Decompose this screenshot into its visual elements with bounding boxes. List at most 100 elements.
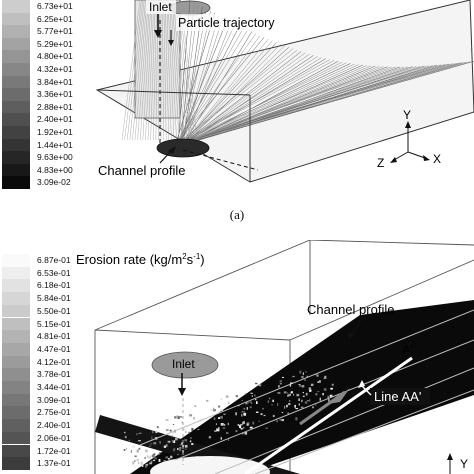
erosion-speck bbox=[213, 408, 214, 411]
erosion-speck bbox=[305, 401, 307, 403]
erosion-speck bbox=[145, 450, 148, 453]
erosion-speck bbox=[286, 405, 288, 408]
erosion-speck bbox=[159, 459, 161, 462]
erosion-speck bbox=[214, 430, 216, 431]
erosion-speck bbox=[243, 413, 246, 416]
erosion-speck bbox=[124, 449, 126, 451]
erosion-speck bbox=[140, 451, 142, 452]
erosion-speck bbox=[129, 461, 131, 462]
erosion-speck bbox=[166, 444, 168, 447]
erosion-speck bbox=[125, 436, 127, 438]
erosion-speck bbox=[172, 440, 174, 441]
erosion-speck bbox=[189, 414, 192, 416]
erosion-speck bbox=[170, 456, 172, 458]
erosion-speck bbox=[303, 372, 304, 375]
axis-z-label: Z bbox=[377, 156, 384, 170]
erosion-speck bbox=[312, 406, 314, 408]
erosion-speck bbox=[247, 423, 249, 425]
channel-profile-pit bbox=[157, 139, 209, 157]
erosion-speck bbox=[152, 431, 154, 434]
erosion-speck bbox=[328, 399, 330, 401]
erosion-speck bbox=[242, 400, 243, 401]
erosion-speck bbox=[224, 424, 226, 426]
erosion-speck bbox=[146, 464, 148, 466]
a-prime-label: A' bbox=[402, 342, 413, 357]
erosion-speck bbox=[160, 441, 161, 443]
erosion-speck bbox=[134, 460, 135, 462]
erosion-speck bbox=[206, 400, 208, 402]
erosion-speck bbox=[138, 462, 139, 464]
erosion-speck bbox=[262, 408, 263, 410]
erosion-speck bbox=[320, 398, 321, 401]
erosion-speck bbox=[164, 446, 166, 448]
erosion-speck bbox=[284, 406, 285, 409]
erosion-speck bbox=[220, 416, 223, 419]
erosion-speck bbox=[129, 440, 130, 441]
figure-a-panel: 6.73e+016.25e+015.77e+015.29e+014.80e+01… bbox=[0, 0, 474, 195]
erosion-speck bbox=[250, 427, 253, 429]
erosion-speck bbox=[177, 448, 179, 450]
erosion-speck bbox=[311, 384, 314, 386]
figure-b-panel: 6.87e-016.53e-016.18e-015.84e-015.50e-01… bbox=[0, 240, 474, 474]
erosion-speck bbox=[168, 458, 170, 460]
erosion-speck bbox=[299, 398, 300, 401]
erosion-speck bbox=[142, 464, 144, 467]
erosion-speck bbox=[291, 391, 293, 393]
erosion-speck bbox=[317, 381, 319, 383]
erosion-speck bbox=[235, 412, 236, 415]
erosion-speck bbox=[226, 395, 229, 397]
channel-profile-label-b: Channel profile bbox=[307, 302, 394, 317]
erosion-speck bbox=[153, 460, 155, 461]
erosion-speck bbox=[180, 416, 183, 418]
erosion-speck bbox=[292, 376, 294, 377]
erosion-speck bbox=[315, 404, 316, 406]
erosion-speck bbox=[190, 441, 191, 443]
inlet-label: Inlet bbox=[149, 0, 172, 14]
erosion-speck bbox=[228, 402, 230, 405]
erosion-speck bbox=[154, 457, 157, 459]
erosion-speck bbox=[211, 409, 212, 411]
erosion-speck bbox=[131, 450, 132, 453]
erosion-speck bbox=[301, 400, 302, 402]
channel-profile-label: Channel profile bbox=[98, 163, 185, 178]
erosion-speck bbox=[303, 392, 304, 393]
erosion-speck bbox=[170, 430, 172, 432]
inlet-arrowhead-b bbox=[178, 388, 186, 396]
erosion-speck bbox=[198, 429, 200, 430]
erosion-speck bbox=[255, 399, 256, 400]
erosion-speck bbox=[149, 456, 151, 459]
erosion-speck bbox=[324, 376, 326, 379]
erosion-speck bbox=[216, 423, 217, 425]
erosion-speck bbox=[247, 407, 248, 410]
erosion-speck bbox=[243, 408, 245, 410]
erosion-speck bbox=[218, 406, 220, 408]
erosion-speck bbox=[328, 396, 329, 398]
erosion-speck bbox=[144, 457, 146, 459]
erosion-speck bbox=[305, 379, 306, 381]
erosion-speck bbox=[252, 422, 254, 425]
erosion-speck bbox=[273, 415, 275, 417]
erosion-speck bbox=[295, 417, 297, 420]
erosion-speck bbox=[287, 395, 290, 397]
erosion-speck bbox=[303, 396, 305, 397]
erosion-speck bbox=[157, 426, 159, 428]
erosion-speck bbox=[295, 408, 298, 409]
erosion-speck bbox=[287, 392, 288, 393]
erosion-speck bbox=[256, 412, 258, 413]
erosion-speck bbox=[254, 394, 256, 396]
erosion-speck bbox=[137, 459, 140, 461]
erosion-speck bbox=[282, 377, 284, 378]
erosion-speck bbox=[299, 371, 301, 374]
erosion-speck bbox=[223, 427, 226, 428]
erosion-speck bbox=[132, 461, 134, 464]
erosion-speck bbox=[280, 380, 282, 382]
erosion-speck bbox=[250, 393, 253, 394]
erosion-rate-title: Erosion rate (kg/m2s-1) bbox=[76, 252, 205, 267]
erosion-speck bbox=[241, 428, 243, 430]
line-aa-label: Line AA' bbox=[374, 389, 421, 404]
erosion-speck bbox=[296, 394, 299, 396]
erosion-speck bbox=[309, 387, 311, 390]
erosion-speck bbox=[282, 412, 283, 413]
erosion-speck bbox=[218, 427, 219, 430]
erosion-speck bbox=[138, 440, 141, 441]
